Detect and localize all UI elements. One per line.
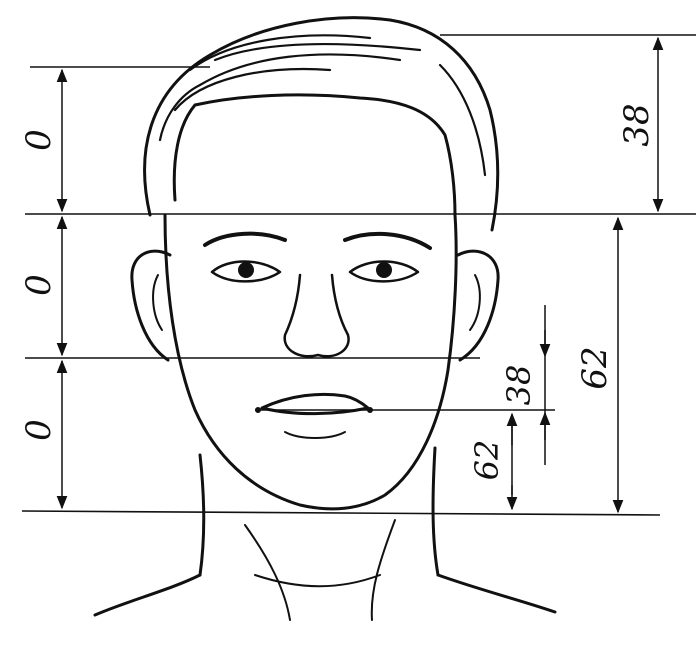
- neck-details: [245, 520, 395, 620]
- neck-left: [200, 455, 204, 575]
- face-outline: [165, 215, 456, 509]
- right-ear: [458, 251, 498, 360]
- left-label-middle: 0: [19, 274, 59, 296]
- left-ear: [132, 251, 170, 360]
- guide-lines: [22, 35, 696, 515]
- chin-crease: [285, 432, 345, 438]
- left-eyebrow: [205, 234, 285, 245]
- nose: [285, 275, 349, 356]
- neck-right: [433, 448, 438, 575]
- face-illustration: [95, 18, 555, 620]
- hairline: [174, 95, 455, 215]
- hair-outline: [145, 18, 498, 230]
- right-pupil: [376, 262, 392, 278]
- left-label-bottom: 0: [19, 419, 59, 441]
- right-label-lower: 62: [575, 346, 615, 389]
- shoulders: [95, 575, 555, 615]
- guide-chin: [22, 511, 660, 515]
- right-eyebrow: [345, 234, 430, 248]
- right-dimensions: 38 62 38 62: [468, 38, 658, 512]
- left-pupil: [238, 262, 254, 278]
- inner-label-lower: 62: [468, 440, 506, 481]
- left-label-top: 0: [19, 129, 59, 151]
- inner-label-upper: 38: [500, 365, 538, 406]
- right-label-top: 38: [617, 103, 657, 146]
- mouth-corner-right: [367, 407, 373, 413]
- left-dimensions: 0 0 0: [19, 70, 62, 508]
- right-ear-inner: [470, 275, 480, 330]
- left-ear-inner: [153, 275, 162, 330]
- mouth-corner-left: [255, 407, 261, 413]
